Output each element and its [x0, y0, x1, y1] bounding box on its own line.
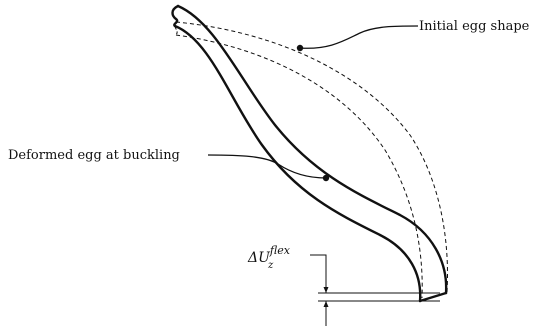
initial-shape-leader	[299, 25, 419, 49]
deformed-shape-leader	[207, 154, 327, 179]
deformed-shell-inner-wall	[173, 24, 422, 303]
dimension-leader	[310, 254, 327, 293]
initial-shape-top-cut	[174, 21, 178, 36]
dimension-arrow-top	[323, 287, 329, 293]
deformed-shell-outer-wall	[176, 4, 448, 295]
delta-u-label: ΔUflex z	[247, 244, 291, 271]
deformed-shape-label: Deformed egg at buckling	[8, 148, 180, 163]
dimension-arrow-bottom	[323, 301, 329, 307]
initial-shape-inner-arc	[175, 34, 423, 299]
initial-shape-outer-arc	[175, 21, 448, 293]
delta-u-superscript: flex	[269, 244, 291, 257]
delta-u-symbol: ΔU	[247, 250, 271, 266]
delta-u-subscript: z	[267, 260, 274, 271]
deformed-shell-bottom-edge	[418, 291, 448, 303]
initial-shape-label: Initial egg shape	[419, 19, 530, 34]
